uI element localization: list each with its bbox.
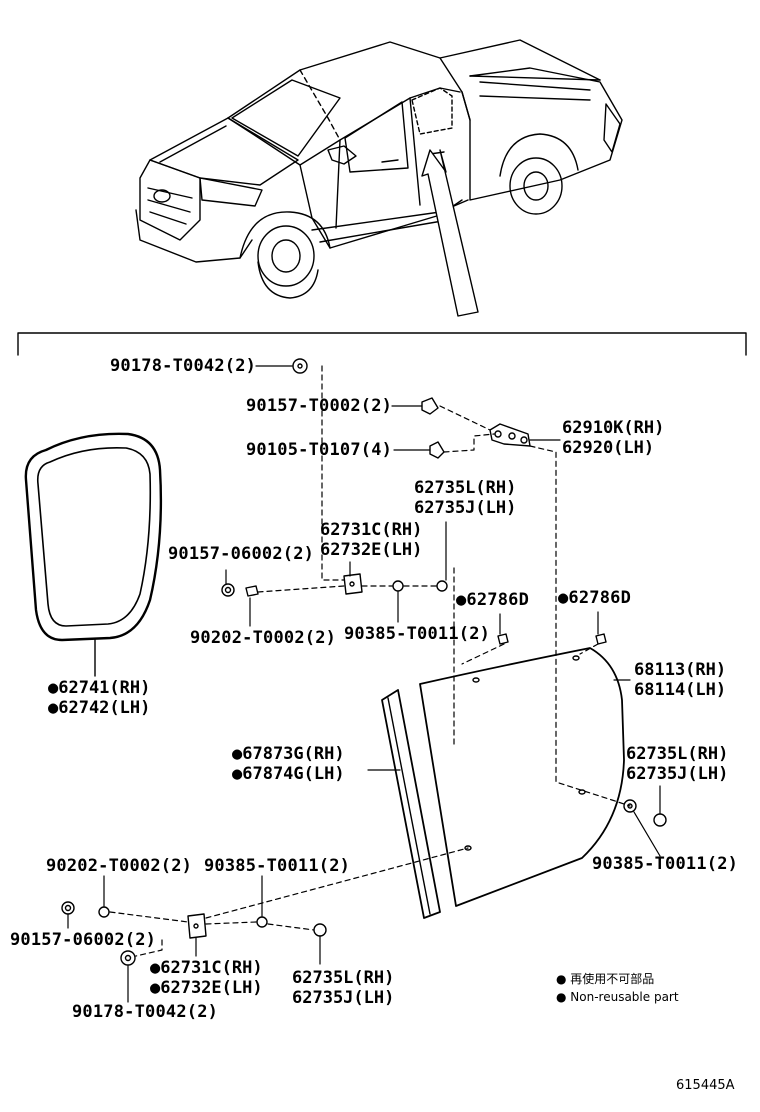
part-label-pair: 62735L(RH)62735J(LH): [292, 968, 395, 1008]
part-label: ●62786D: [456, 590, 530, 610]
part-label: 90105-T0107(4): [246, 440, 393, 460]
glass-run-strip: [381, 689, 441, 919]
part-label-pair: ●62731C(RH)●62732E(LH): [150, 958, 263, 998]
part-label: ●62786D: [558, 588, 632, 608]
part-label-pair: 62731C(RH)62732E(LH): [320, 520, 423, 560]
part-label-pair: 62735L(RH)62735J(LH): [414, 478, 517, 518]
part-label: 90157-T0002(2): [246, 396, 393, 416]
weatherstrip: [24, 432, 163, 677]
part-label: 90157-06002(2): [10, 930, 157, 950]
legend-jp: ● 再使用不可部品: [556, 972, 655, 986]
part-label-pair: ●67873G(RH)●67874G(LH): [232, 744, 345, 784]
part-label-pair: 62735L(RH)62735J(LH): [626, 744, 729, 784]
part-label: 90178-T0042(2): [110, 356, 257, 376]
part-label: 90157-06002(2): [168, 544, 315, 564]
part-label: 90385-T0011(2): [344, 624, 491, 644]
leader-lines: [67, 365, 661, 1003]
figure-code: 615445A: [676, 1078, 735, 1093]
part-label: 90202-T0002(2): [46, 856, 193, 876]
part-label: 90385-T0011(2): [204, 856, 351, 876]
part-label: 90178-T0042(2): [72, 1002, 219, 1022]
part-label-pair: ●62741(RH)●62742(LH): [48, 678, 151, 718]
door-glass: [419, 647, 625, 907]
group-bracket: [17, 332, 747, 356]
part-label-pair: 68113(RH)68114(LH): [634, 660, 727, 700]
part-label: 90385-T0011(2): [592, 854, 739, 874]
legend-en: ● Non-reusable part: [556, 990, 679, 1004]
truck-illustration: [135, 39, 623, 317]
fasteners: [61, 358, 667, 966]
part-label: 90202-T0002(2): [190, 628, 337, 648]
assembly-lines: [109, 365, 631, 957]
part-label-pair: 62910K(RH)62920(LH): [562, 418, 665, 458]
legend: ● 再使用不可部品 ● Non-reusable part: [556, 970, 679, 1006]
